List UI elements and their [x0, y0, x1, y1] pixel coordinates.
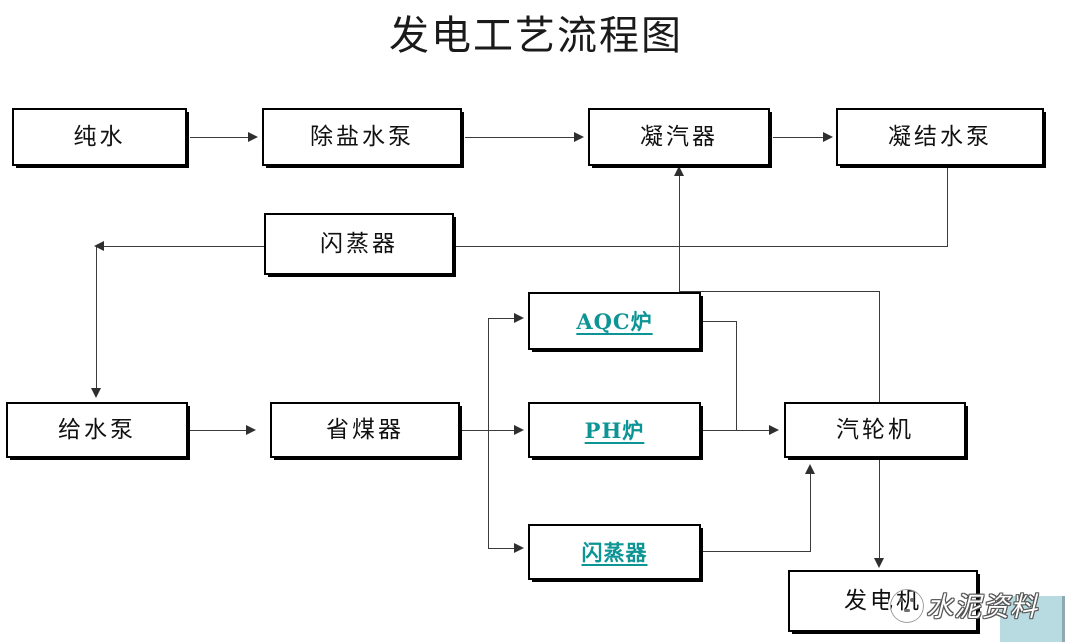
- node-desalted-water-pump[interactable]: 除盐水泵: [262, 108, 462, 166]
- connector-steam-turbine-exhaust-up: [879, 291, 880, 404]
- connector-desalted-pump-to-condenser: [465, 137, 576, 138]
- connector-flash-tank-bottom-up: [810, 474, 811, 552]
- connector-aqc-boiler-out: [703, 321, 737, 322]
- node-label: 除盐水泵: [310, 123, 414, 150]
- node-aqc-boiler[interactable]: AQC炉: [528, 292, 701, 350]
- node-economizer[interactable]: 省煤器: [270, 402, 460, 458]
- node-label: 省煤器: [326, 416, 404, 443]
- node-label: 发电机: [844, 587, 922, 614]
- connector-steam-turbine-exhaust-left: [679, 291, 880, 292]
- node-label: 纯水: [73, 123, 126, 150]
- arrowhead-to-feed-pump: [91, 388, 101, 398]
- watermark-color-swatch: [1000, 596, 1065, 642]
- node-label: AQC炉: [576, 308, 653, 334]
- arrowhead-to-aqc-boiler: [514, 313, 524, 323]
- arrowhead-to-generator: [874, 558, 884, 568]
- node-ph-boiler[interactable]: PH炉: [528, 402, 701, 458]
- node-pure-water[interactable]: 纯水: [12, 108, 187, 166]
- connector-aqc-boiler-down: [736, 321, 737, 431]
- connector-exhaust-up-to-condenser: [679, 176, 680, 292]
- node-label: 凝汽器: [640, 123, 718, 150]
- node-label: 闪蒸器: [320, 230, 398, 257]
- arrowhead-flash-tank-top-left-corner: [94, 241, 104, 251]
- connector-condensate-pump-to-flash-tank-top: [456, 246, 948, 247]
- node-feed-water-pump[interactable]: 给水泵: [6, 402, 188, 458]
- connector-pure-water-to-desalted-pump: [190, 137, 250, 138]
- connector-flash-tank-bottom-out: [703, 551, 811, 552]
- connector-trunk-to-ph-boiler: [488, 430, 516, 431]
- arrowhead-to-condenser: [574, 132, 584, 142]
- node-flash-tank-top[interactable]: 闪蒸器: [264, 213, 454, 275]
- node-condensate-pump[interactable]: 凝结水泵: [836, 108, 1044, 166]
- connector-trunk-to-flash-tank-bottom: [488, 548, 516, 549]
- node-flash-tank-bottom[interactable]: 闪蒸器: [528, 524, 701, 580]
- arrowhead-to-flash-tank-bottom: [514, 543, 524, 553]
- connector-ph-boiler-to-steam-turbine: [703, 430, 771, 431]
- node-label: PH炉: [584, 417, 645, 443]
- connector-flash-tank-top-left: [104, 246, 266, 247]
- arrowhead-to-condenser-bottom: [674, 166, 684, 176]
- arrowhead-to-desalted-pump: [248, 132, 258, 142]
- connector-steam-turbine-to-generator: [879, 460, 880, 560]
- connector-flash-tank-top-down-to-feed-pump: [96, 246, 97, 388]
- node-label: 闪蒸器: [581, 539, 648, 565]
- arrowhead-to-steam-turbine-bottom: [805, 464, 815, 474]
- node-condenser[interactable]: 凝汽器: [588, 108, 770, 166]
- node-generator[interactable]: 发电机: [788, 570, 978, 632]
- connector-condenser-to-condensate-pump: [773, 137, 825, 138]
- node-label: 给水泵: [58, 416, 136, 443]
- connector-condensate-pump-down: [947, 168, 948, 246]
- connector-economizer-trunk: [488, 318, 489, 548]
- arrowhead-to-steam-turbine: [769, 425, 779, 435]
- arrowhead-to-ph-boiler: [514, 425, 524, 435]
- arrowhead-to-condensate-pump: [823, 132, 833, 142]
- connector-feed-pump-to-economizer: [190, 430, 248, 431]
- node-steam-turbine[interactable]: 汽轮机: [784, 402, 966, 458]
- connector-trunk-to-aqc-boiler: [488, 318, 516, 319]
- node-label: 汽轮机: [836, 416, 914, 443]
- arrowhead-to-economizer: [246, 425, 256, 435]
- page-title: 发电工艺流程图: [389, 13, 683, 59]
- node-label: 凝结水泵: [888, 123, 992, 150]
